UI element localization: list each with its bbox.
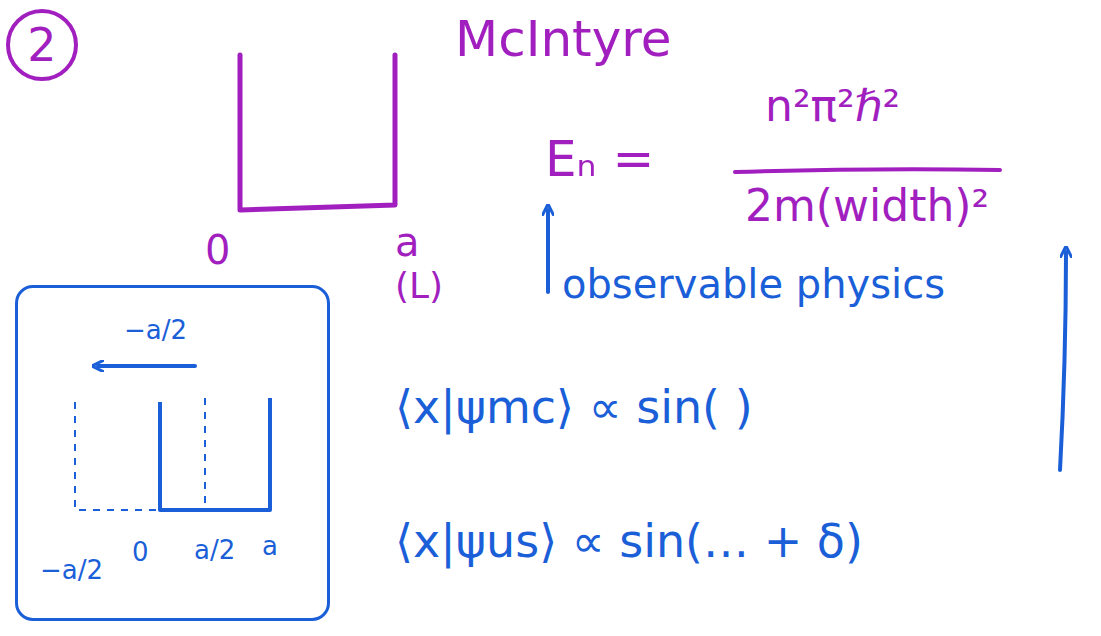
- axis-value: (L): [395, 266, 443, 306]
- axis-value: 0: [205, 228, 230, 272]
- step-circle: 2: [5, 8, 79, 82]
- axis-value: −a/2: [40, 556, 103, 585]
- axis-value: 0: [132, 538, 149, 567]
- axis-value: a: [262, 532, 278, 561]
- equation: ⟨x|ψus⟩ ∝ sin(… + δ): [395, 516, 863, 567]
- axis-value: a/2: [194, 536, 235, 565]
- equation: ⟨x|ψmc⟩ ∝ sin( ): [395, 382, 753, 433]
- note: observable physics: [562, 262, 945, 306]
- square-well: [240, 55, 395, 210]
- shift-arrow: [98, 364, 195, 368]
- fraction-bar: [735, 169, 1000, 172]
- sketch-box: −a/2 −a/2 0 a/2 a: [15, 285, 330, 621]
- equation: 2m(width)²: [745, 182, 989, 230]
- equation: Eₙ =: [545, 132, 654, 187]
- equation: n²π²ℏ²: [765, 82, 900, 130]
- axis-value: −a/2: [124, 316, 187, 345]
- original-well: [75, 398, 205, 510]
- axis-value: a: [395, 220, 420, 264]
- pointer-arrow: [1060, 252, 1066, 470]
- shifted-well: [160, 398, 270, 510]
- author-name: McIntyre: [455, 12, 671, 67]
- step-number: 2: [27, 20, 56, 71]
- pointer-arrow: [546, 210, 550, 292]
